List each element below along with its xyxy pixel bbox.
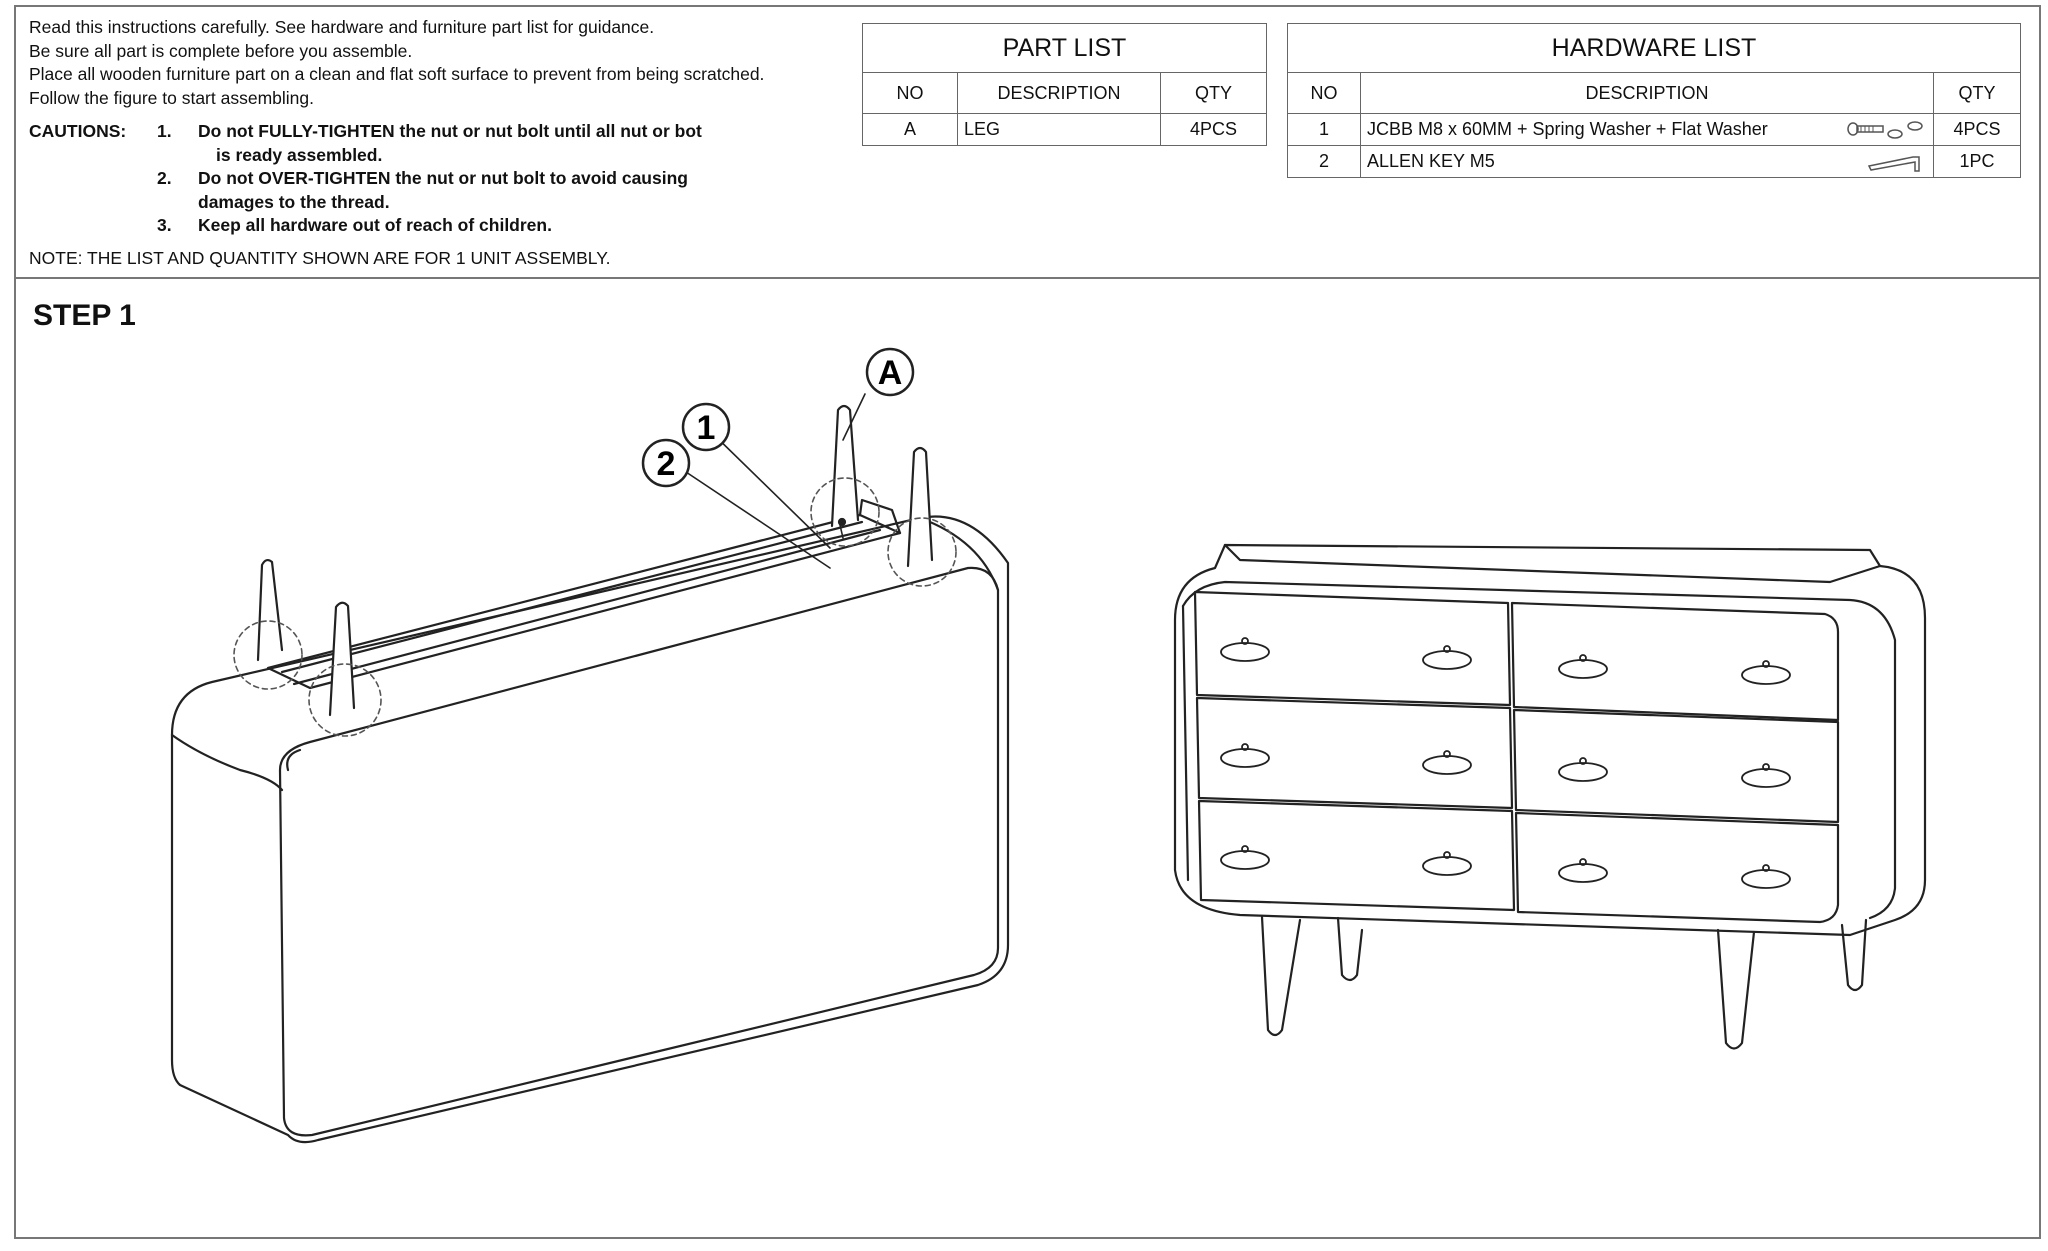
caution-number: 1. [157,121,172,141]
callout-a: A [865,347,915,397]
hardware-no: 2 [1287,145,1361,178]
part-list-table: PART LIST NO DESCRIPTION QTY A LEG 4PCS [862,23,1267,146]
column-header: QTY [1933,72,2021,114]
caution-text: damages to the thread. [198,191,390,212]
header-divider [14,277,2041,279]
hardware-list-table: HARDWARE LIST NO DESCRIPTION QTY 1 JCBB … [1287,23,2021,178]
column-header: NO [1287,72,1361,114]
detail-circles [233,477,957,737]
bolt-detail-icon [837,517,847,539]
caution-text: Keep all hardware out of reach of childr… [198,215,552,235]
assembly-note: NOTE: THE LIST AND QUANTITY SHOWN ARE FO… [29,248,611,268]
intro-line: Be sure all part is complete before you … [29,40,413,61]
intro-line: Read this instructions carefully. See ha… [29,17,655,37]
allen-key-icon [1867,156,1920,172]
table-row: 1 JCBB M8 x 60MM + Spring Washer + Flat … [1287,113,2021,146]
table-row: A LEG 4PCS [862,113,1267,146]
column-header: NO [862,72,958,114]
dresser-upside-down-drawing [170,498,1010,1144]
drawer-knobs [1220,637,1791,889]
caution-number: 2. [157,168,172,188]
dresser-assembled-drawing [1173,543,1927,1050]
callout-line-1 [705,426,831,549]
part-no: A [862,113,958,146]
cautions-block: CAUTIONS: 1. Do not FULLY-TIGHTEN the nu… [29,120,702,238]
hardware-qty: 1PC [1933,145,2021,178]
page-border [14,5,2041,1239]
part-list-title: PART LIST [862,23,1267,73]
hardware-no: 1 [1287,113,1361,146]
hardware-description: JCBB M8 x 60MM + Spring Washer + Flat Wa… [1367,119,1768,139]
cautions-label: CAUTIONS: [29,121,127,141]
column-header: QTY [1160,72,1267,114]
caution-text: Do not OVER-TIGHTEN the nut or nut bolt … [198,168,688,188]
column-header: DESCRIPTION [1360,72,1934,114]
callout-2-label: 2 [657,445,676,483]
caution-number: 3. [157,215,172,235]
callout-a-label: A [878,354,903,392]
callout-2: 2 [641,438,691,488]
intro-instructions: Read this instructions carefully. See ha… [29,16,764,110]
intro-line: Follow the figure to start assembling. [29,87,314,108]
callout-line-2 [682,469,831,569]
bolt-washer-icon [1847,121,1923,139]
table-row: 2 ALLEN KEY M5 1PC [1287,145,2021,178]
caution-text: is ready assembled. [216,144,383,165]
callout-1: 1 [681,402,731,452]
hardware-qty: 4PCS [1933,113,2021,146]
hardware-list-title: HARDWARE LIST [1287,23,2021,73]
step-title: STEP 1 [33,299,136,332]
hardware-description: ALLEN KEY M5 [1367,151,1495,171]
caution-text: Do not FULLY-TIGHTEN the nut or nut bolt… [198,121,702,141]
callout-1-label: 1 [697,409,716,447]
intro-line: Place all wooden furniture part on a cle… [29,64,765,84]
part-description: LEG [957,113,1161,146]
part-qty: 4PCS [1160,113,1267,146]
callout-line-a [842,393,866,441]
leg-part-a [256,404,934,717]
